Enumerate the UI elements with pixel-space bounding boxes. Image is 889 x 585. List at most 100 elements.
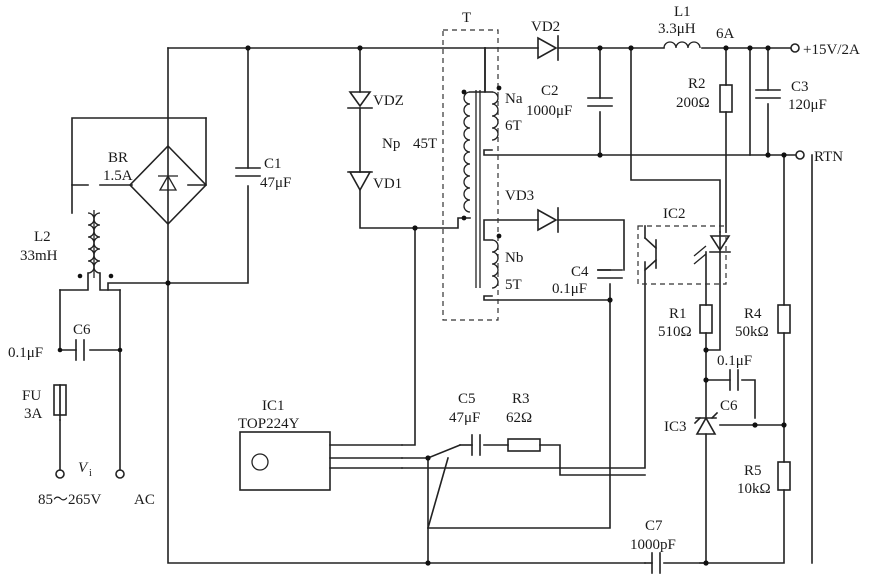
- input-type: AC: [134, 492, 155, 508]
- np-label: Np: [382, 136, 400, 152]
- vd2-diode: [537, 35, 559, 61]
- c4-capacitor: [597, 269, 623, 279]
- c5-ref: C5: [458, 391, 476, 407]
- c2-capacitor: [587, 97, 613, 107]
- fu-value: 3A: [24, 406, 43, 422]
- r3-value: 62Ω: [506, 410, 532, 426]
- junction: [117, 347, 123, 353]
- primary-winding: [463, 91, 471, 213]
- nb-dot: [496, 233, 502, 239]
- c2-value: 1000μF: [526, 103, 572, 119]
- vi-subscript: i: [89, 468, 92, 479]
- r1-ref: R1: [669, 306, 687, 322]
- vi-symbol: V: [78, 460, 89, 476]
- c1-value: 47μF: [260, 175, 291, 191]
- r3-ref: R3: [512, 391, 530, 407]
- c3-capacitor: [755, 89, 781, 99]
- r5-resistor: [777, 461, 791, 491]
- vd1-label: VD1: [373, 176, 402, 192]
- vdz-diode: [347, 91, 373, 109]
- br-ref: BR: [108, 150, 128, 166]
- input-range: 85～265V: [38, 492, 102, 508]
- na-dot: [496, 85, 502, 91]
- r4-ref: R4: [744, 306, 762, 322]
- r4-value: 50kΩ: [735, 324, 769, 340]
- c7-value: 1000pF: [630, 537, 676, 553]
- secondary-winding-na: [491, 91, 499, 141]
- vd3-label: VD3: [505, 188, 534, 204]
- np-turns: 45T: [413, 136, 437, 152]
- c1-capacitor: [235, 167, 261, 177]
- c6-out-ref: C6: [720, 398, 738, 414]
- rtn-terminal: [795, 150, 805, 160]
- c7-ref: C7: [645, 518, 663, 534]
- ic3-ref: IC3: [664, 419, 687, 435]
- c4-ref: C4: [571, 264, 589, 280]
- optocoupler-led: [693, 235, 731, 265]
- r2-ref: R2: [688, 76, 706, 92]
- c1-ref: C1: [264, 156, 282, 172]
- nb-label: Nb: [505, 250, 523, 266]
- vd3-diode: [537, 207, 559, 233]
- optocoupler-transistor: [643, 225, 658, 272]
- c2-ref: C2: [541, 83, 559, 99]
- ic2-enclosure: [637, 225, 727, 285]
- l1-ref: L1: [674, 4, 691, 20]
- junction-dots: [165, 45, 787, 566]
- vd2-label: VD2: [531, 19, 560, 35]
- l2-dot-1: [77, 273, 83, 279]
- ac-terminal-right: [115, 469, 125, 479]
- vdz-label: VDZ: [373, 93, 404, 109]
- r4-resistor: [777, 304, 791, 334]
- transformer-label: T: [462, 10, 471, 26]
- primary-dot-2: [461, 215, 467, 221]
- bridge-rectifier: [128, 144, 208, 226]
- c4-value: 0.1μF: [552, 281, 587, 297]
- c3-value: 120μF: [788, 97, 827, 113]
- l1-value: 3.3μH: [658, 21, 696, 37]
- c7-capacitor: [651, 552, 661, 574]
- c6-output-capacitor: [729, 369, 739, 391]
- junction: [57, 347, 63, 353]
- l2-dot-2: [108, 273, 114, 279]
- transformer-enclosure: [442, 29, 499, 321]
- vd1-diode: [347, 171, 373, 192]
- output-current: 6A: [716, 26, 735, 42]
- r5-value: 10kΩ: [737, 481, 771, 497]
- c6-out-value: 0.1μF: [717, 353, 752, 369]
- l2-choke: [59, 210, 121, 291]
- c5-value: 47μF: [449, 410, 480, 426]
- c3-ref: C3: [791, 79, 809, 95]
- ic3-shunt-regulator: [693, 411, 719, 435]
- na-turns: 6T: [505, 118, 522, 134]
- wires: [59, 47, 813, 564]
- ic1-package: [239, 431, 331, 491]
- primary-dot: [461, 89, 467, 95]
- l1-inductor: [663, 41, 701, 49]
- c5-capacitor: [471, 434, 481, 456]
- nb-turns: 5T: [505, 277, 522, 293]
- c6-in-value: 0.1μF: [8, 345, 43, 361]
- r2-resistor: [719, 84, 733, 113]
- l2-ref: L2: [34, 229, 51, 245]
- ic1-ref: IC1: [262, 398, 285, 414]
- r1-resistor: [699, 304, 713, 334]
- rtn-label: RTN: [814, 149, 843, 165]
- r3-resistor: [507, 438, 541, 452]
- r2-value: 200Ω: [676, 95, 710, 111]
- l2-value: 33mH: [20, 248, 58, 264]
- secondary-winding-nb: [491, 239, 499, 289]
- output-terminal: [790, 43, 800, 53]
- ac-terminal-left: [55, 469, 65, 479]
- ic1-part: TOP224Y: [238, 416, 300, 432]
- br-value: 1.5A: [103, 168, 133, 184]
- c6-input-capacitor: [75, 339, 85, 361]
- r1-value: 510Ω: [658, 324, 692, 340]
- fu-ref: FU: [22, 388, 41, 404]
- r5-ref: R5: [744, 463, 762, 479]
- ic2-ref: IC2: [663, 206, 686, 222]
- output-label: +15V/2A: [803, 42, 860, 58]
- na-label: Na: [505, 91, 523, 107]
